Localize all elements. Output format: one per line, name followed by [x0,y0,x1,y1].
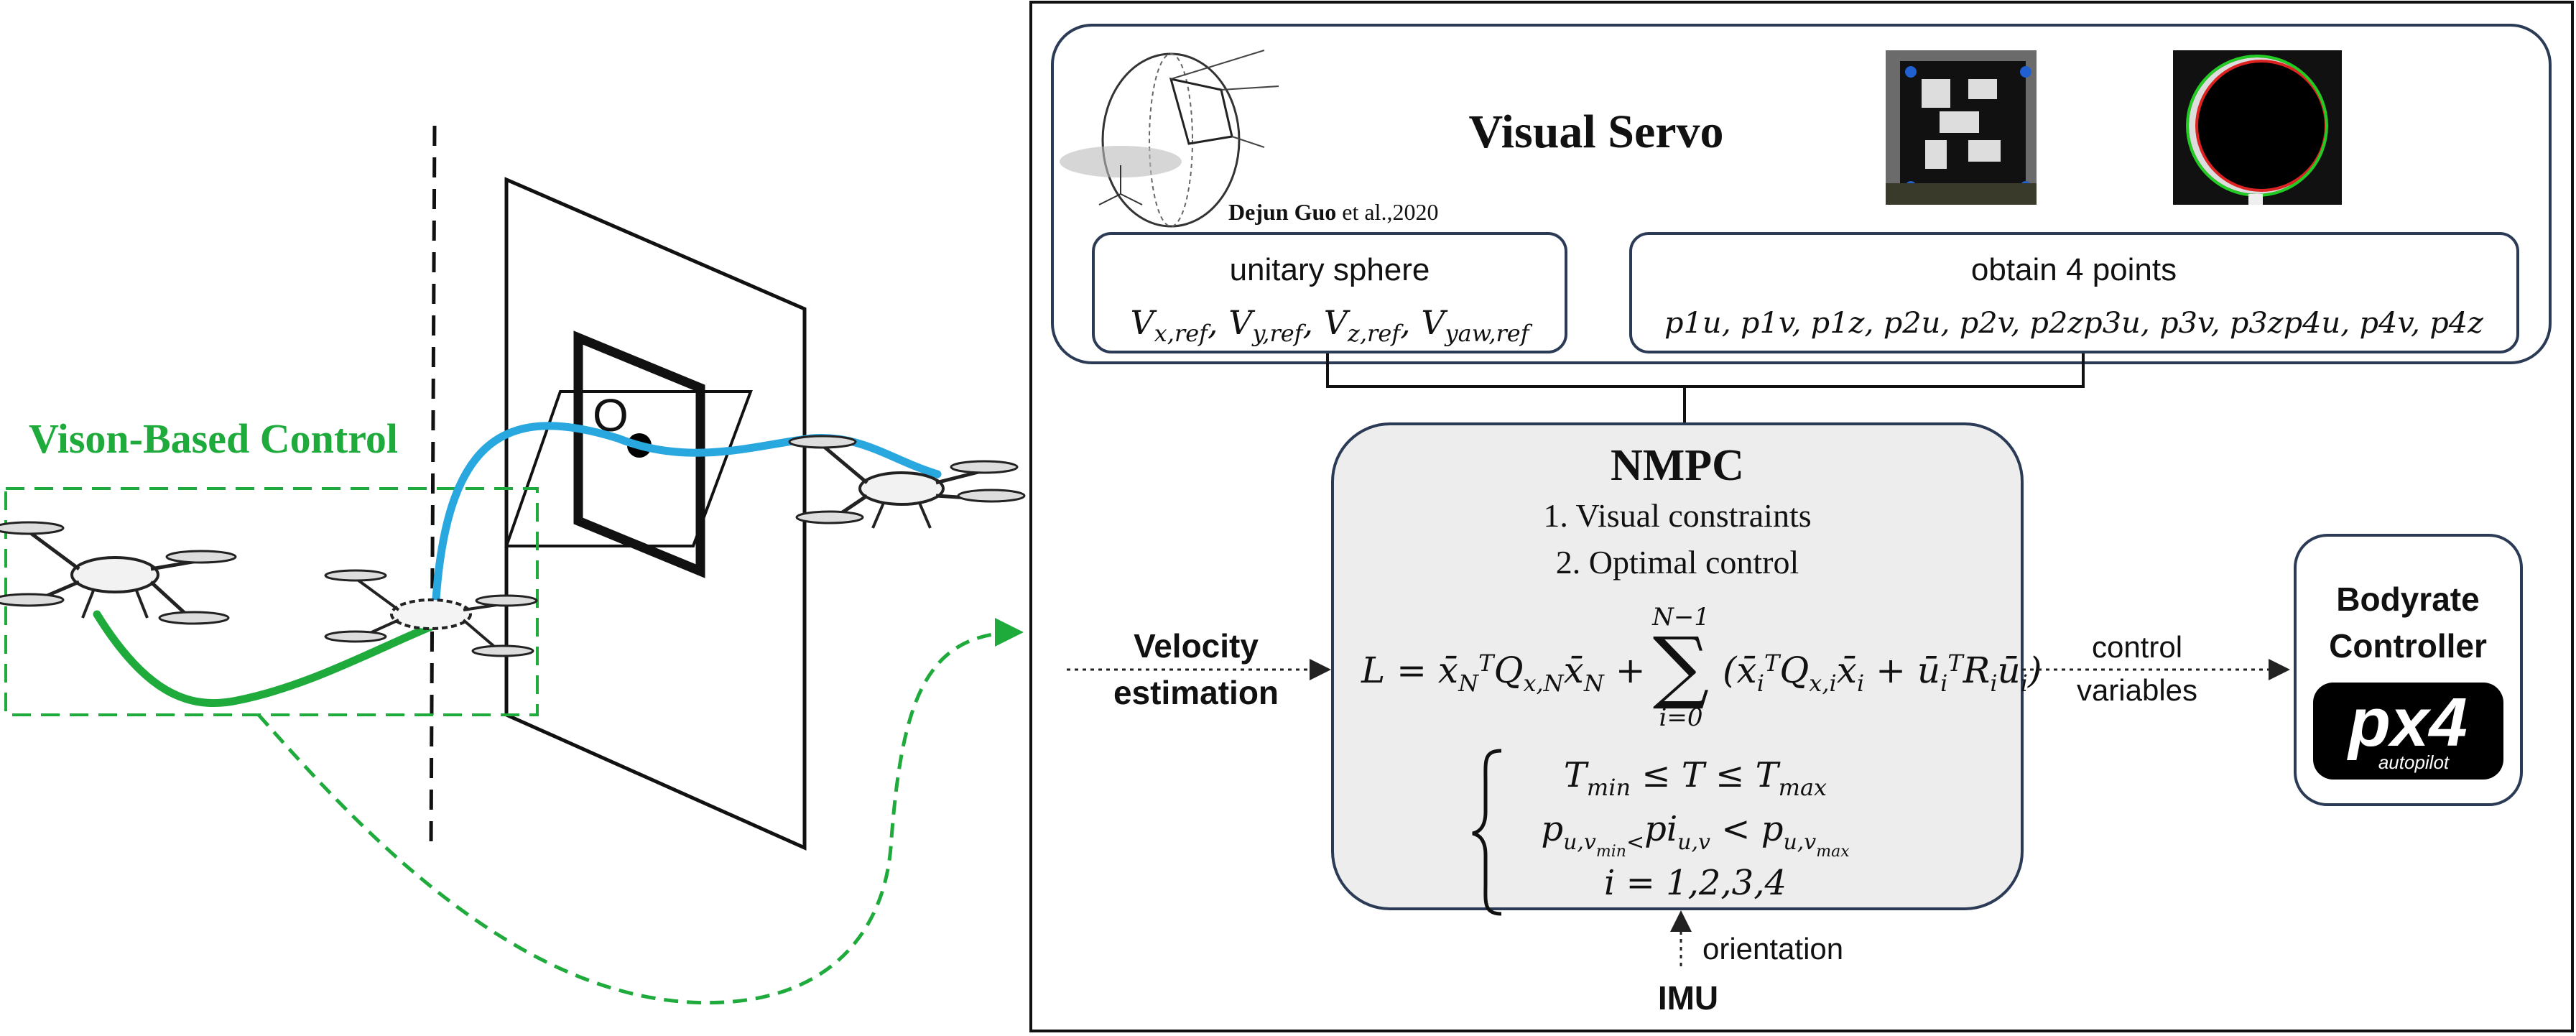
svg-text:(x̄iTQx,ix̄i + ūiTRiūi): (x̄iTQx,ix̄i + ūiTRiūi) [1723,649,2042,697]
sphere-figure [1060,50,1279,228]
vision-control-title: Vison-Based Control [29,415,398,462]
aruco-marker-image [1886,50,2037,205]
sum-top: N−1 [1651,603,1710,632]
horizontal-plane [504,390,753,547]
obtain-points-box [1629,232,2519,353]
visual-servo-box [1051,24,2552,364]
green-dashed-connector [257,618,1024,1005]
px4-logo-sub: autopilot [2378,751,2450,773]
constraint-3: i = 1,2,3,4 [1604,863,1787,903]
drone-3 [788,435,1026,529]
sum-symbol: ∑ [1653,620,1710,712]
unitary-sphere-box [1092,232,1567,353]
px4-logo-text: px4 [2346,684,2467,761]
wall-plane [504,177,807,851]
blue-trajectory [430,422,942,629]
citation-name: Dejun Guo [1228,199,1336,225]
orientation-label: orientation [1702,932,1843,966]
control-label-2: variables [2077,673,2197,707]
visual-servo-title: Visual Servo [1468,106,1723,158]
drone-1 [0,521,237,625]
velocity-label-1: Velocity [1134,627,1259,665]
px4-logo: px4 autopilot [2313,683,2503,780]
obtain-points-title: obtain 4 points [1971,252,2177,287]
citation: Dejun Guo et al.,2020 [1228,199,1438,225]
control-label-1: control [2092,630,2182,664]
points-variables: p1u, p1v, p1z, p2u, p2v, p2zp3u, p3v, p3… [1664,307,2484,340]
vision-control-box [4,487,539,716]
circle-target-image [2173,50,2342,205]
sum-bottom: i=0 [1659,703,1703,732]
sphere-variables: Vx,ref, Vy,ref, Vz,ref, Vyaw,ref [1130,303,1532,347]
merge-bracket [1326,353,2085,424]
bodyrate-label-2: Controller [2329,627,2487,665]
citation-rest: et al.,2020 [1336,199,1438,225]
left-illustration: O Vison-Based Control [0,125,1026,1005]
nmpc-item-1: 1. Visual constraints [1543,497,1811,534]
nmpc-item-2: 2. Optimal control [1556,544,1799,581]
nmpc-box [1331,422,2024,910]
vertical-dashed-line [429,125,437,848]
bodyrate-label-1: Bodyrate [2336,581,2479,618]
unitary-sphere-title: unitary sphere [1230,252,1430,287]
right-panel-frame [1029,1,2574,1032]
constraint-brace [1472,749,1502,916]
velocity-label-2: estimation [1113,674,1279,711]
gate-frame [573,330,705,578]
nmpc-title: NMPC [1611,441,1744,490]
cost-function: L = x̄NTQx,Nx̄N + ∑ N−1 i=0 (x̄iTQx,ix̄i… [1361,603,2042,732]
imu-label: IMU [1658,979,1718,1017]
green-trajectory [93,610,439,708]
drone-2 [324,569,538,657]
